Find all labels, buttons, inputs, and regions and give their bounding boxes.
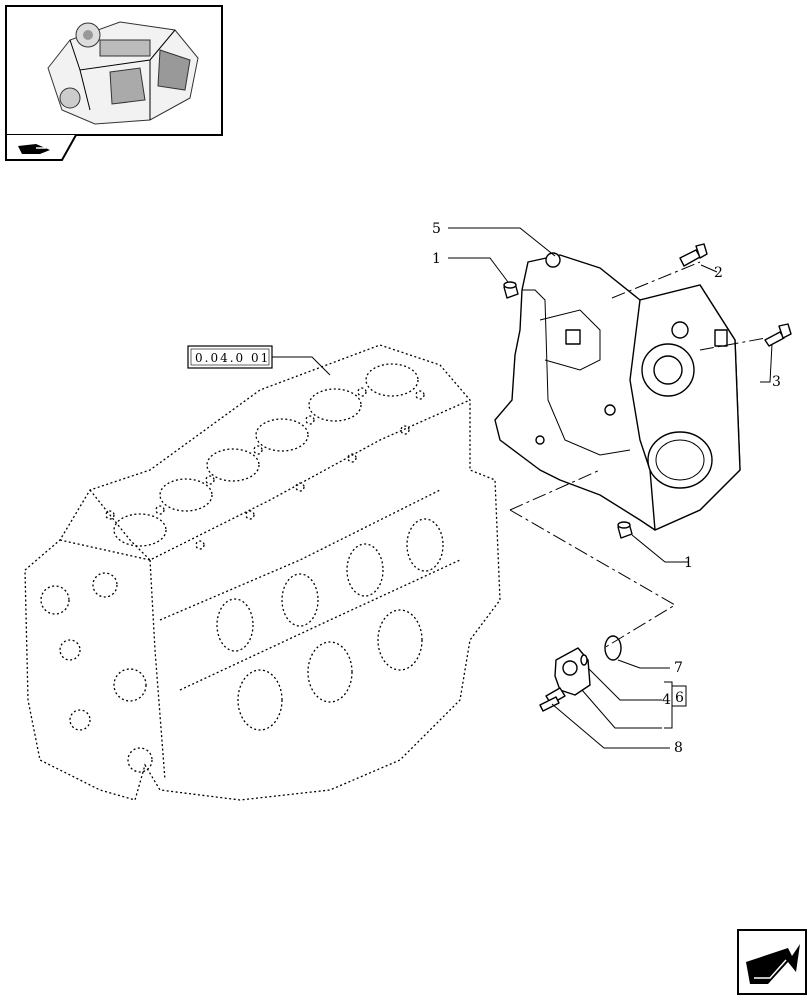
callout-8: 8 (674, 740, 683, 756)
screw-8 (539, 696, 560, 712)
o-ring-7 (604, 635, 622, 661)
callout-1-top: 1 (432, 251, 441, 267)
timing-gear-housing (494, 252, 741, 531)
reference-box[interactable]: 0.04.0 01 (187, 345, 331, 376)
callout-6: 6 (675, 690, 684, 706)
callout-4: 4 (662, 692, 671, 708)
book-arrow-icon[interactable] (18, 144, 50, 154)
sensor-assembly (545, 647, 591, 705)
engine-block-outline (24, 344, 501, 801)
plug-top (503, 281, 519, 299)
thumbnail-frame (5, 5, 223, 161)
callout-1-bottom: 1 (684, 555, 693, 571)
bolt-2 (679, 243, 708, 267)
cylinder-bores (113, 363, 419, 547)
bolt-holes (105, 387, 425, 550)
next-page-arrow-icon[interactable] (737, 929, 807, 995)
bolt-3 (764, 323, 792, 347)
crankcase-webs (216, 518, 444, 731)
plug-bottom (617, 521, 633, 539)
callout-5: 5 (432, 221, 441, 237)
reference-label: 0.04.0 01 (195, 351, 270, 365)
callout-7: 7 (674, 660, 683, 676)
callout-3: 3 (772, 374, 781, 390)
block-end-face (40, 572, 153, 773)
callout-2: 2 (714, 265, 723, 281)
engine-thumbnail-icon (47, 21, 199, 125)
